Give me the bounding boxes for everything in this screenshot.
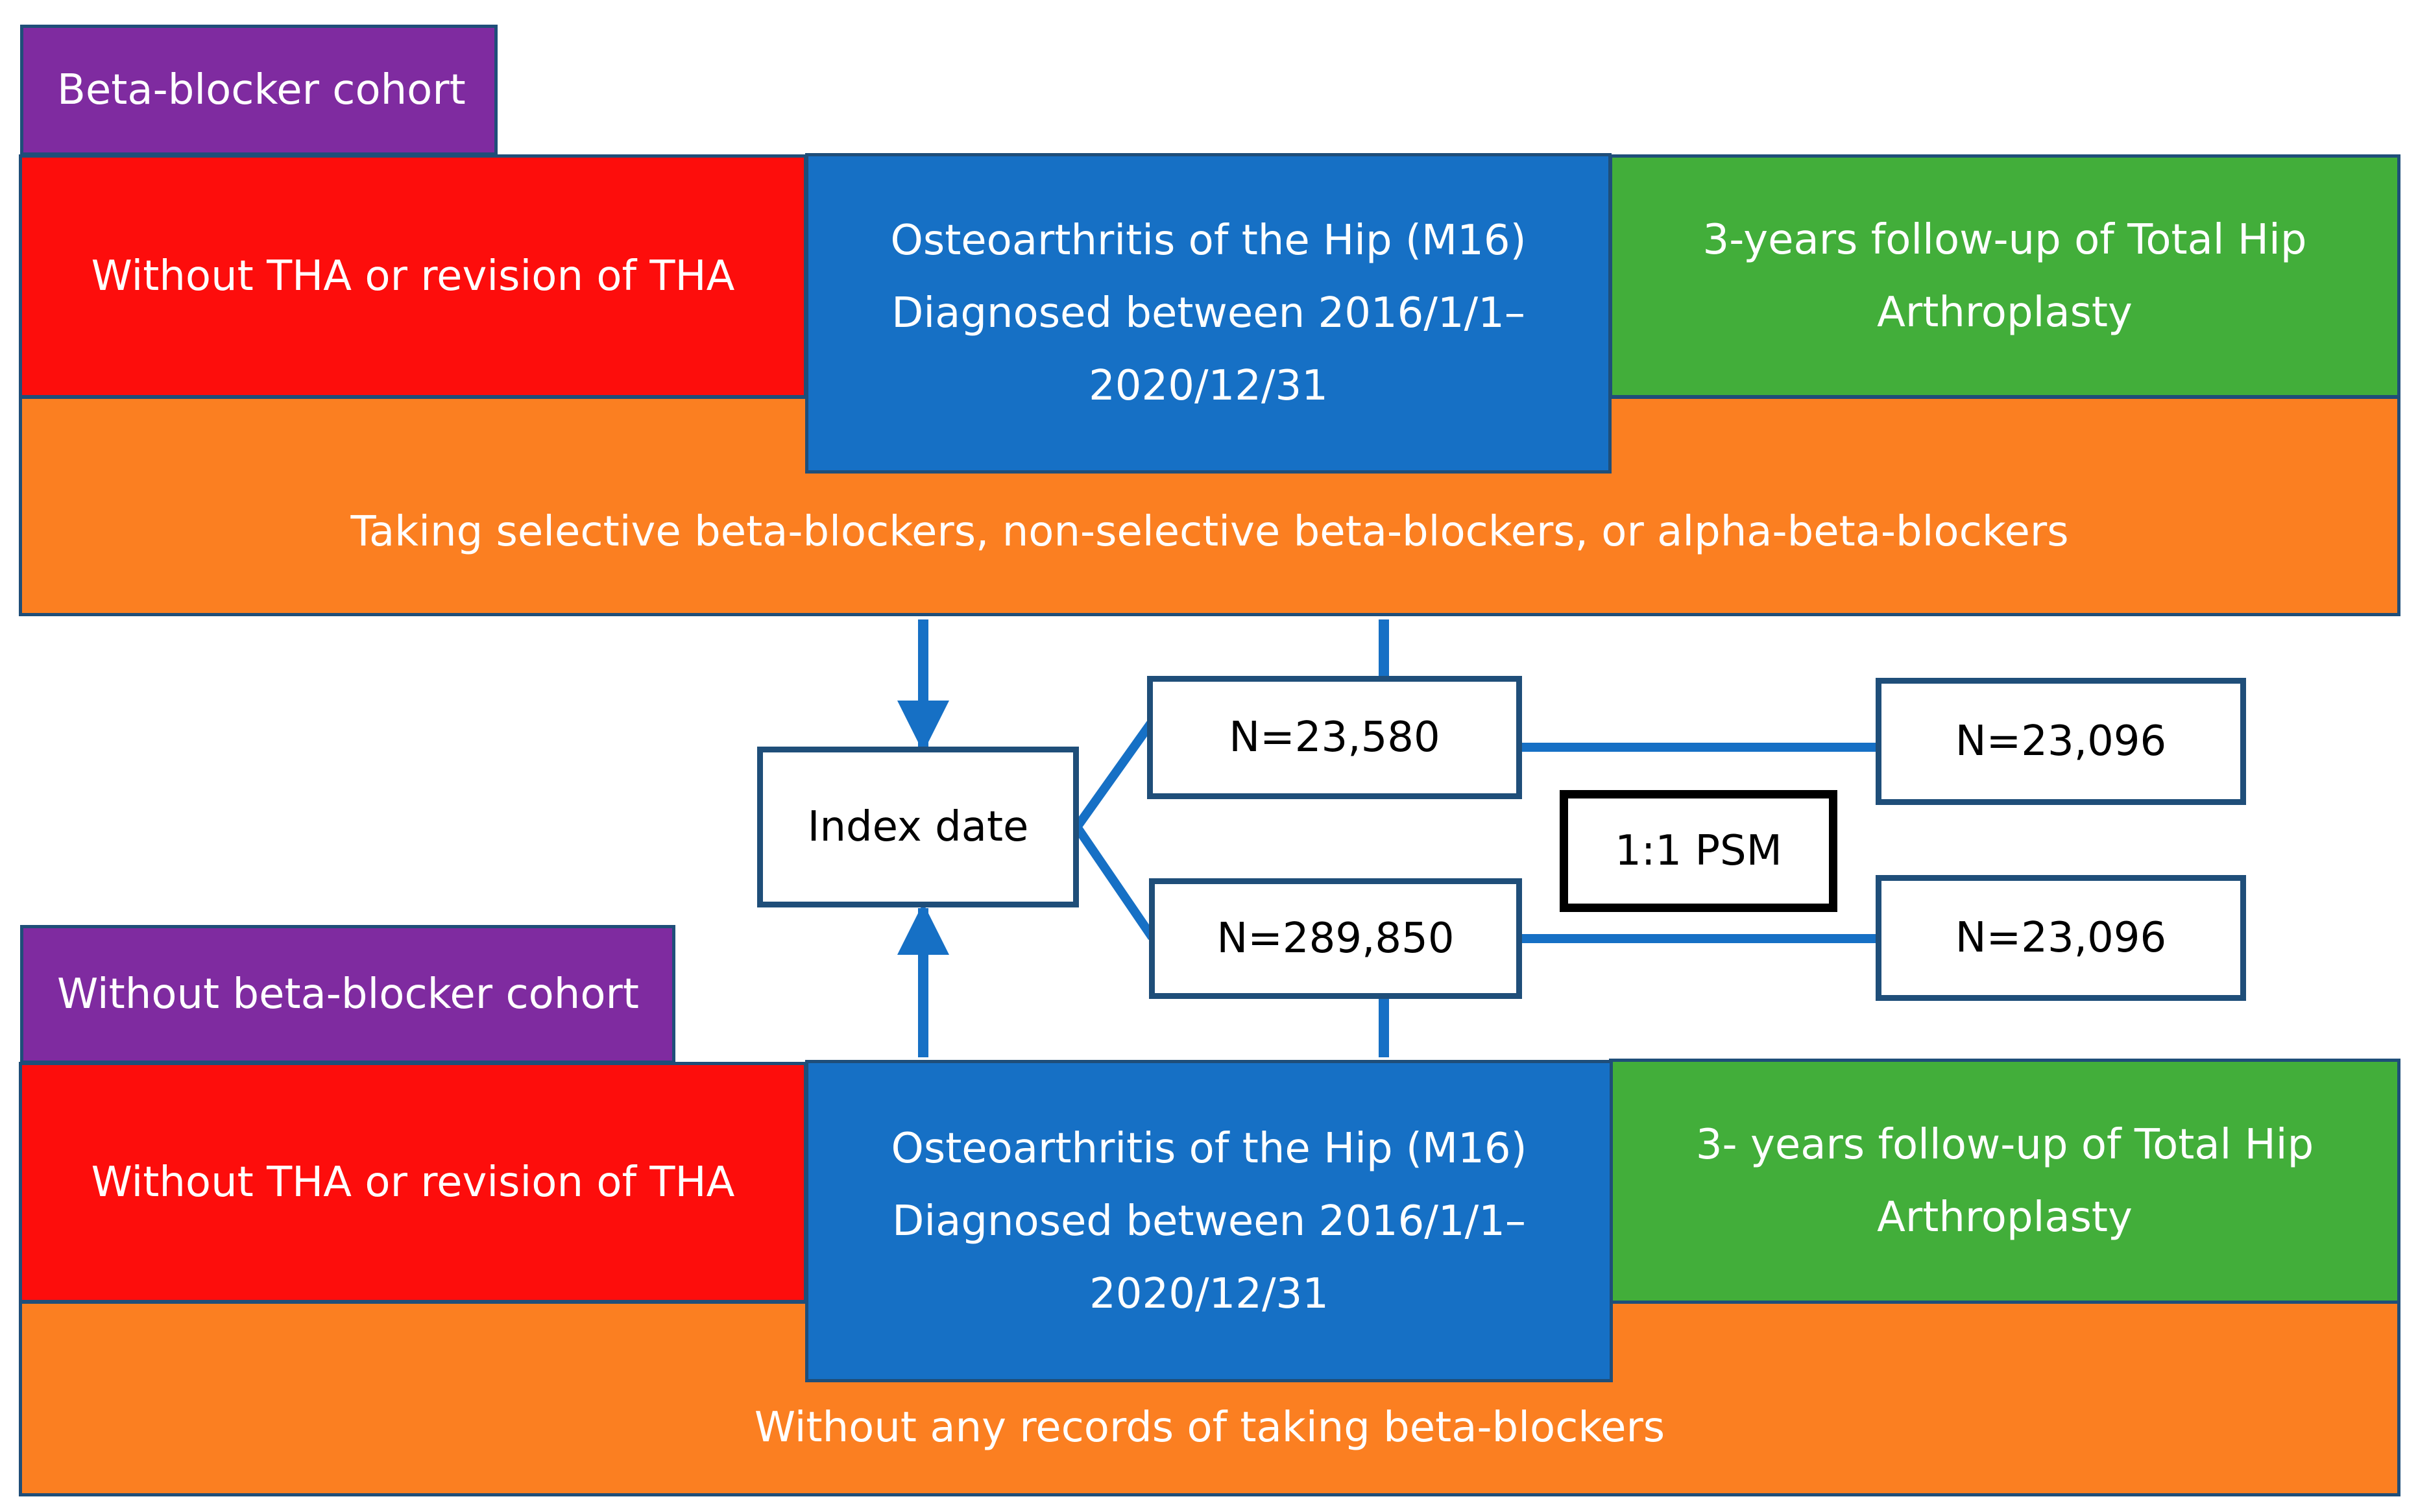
bottom-diagnosis-text: Osteoarthritis of the Hip (M16) Diagnose… [891,1124,1527,1318]
top-follow-up-box: 3-years follow-up of Total Hip Arthropla… [1609,154,2400,398]
bottom-cohort-label-text: Without beta-blocker cohort [57,970,639,1018]
index-to-n-bottom-line [1073,824,1156,940]
psm-box: 1:1 PSM [1560,790,1837,912]
top-cohort-label-text: Beta-blocker cohort [57,66,466,114]
n-top-after-text: N=23,096 [1955,717,2167,765]
n-bottom-before-box: N=289,850 [1149,878,1522,999]
top-diagnosis-box: Osteoarthritis of the Hip (M16) Diagnose… [805,153,1612,474]
index-date-box: Index date [757,747,1079,907]
n-top-after-box: N=23,096 [1876,678,2246,805]
top-exclusion-box: Without THA or revision of THA [19,154,807,398]
bottom-diagnosis-box: Osteoarthritis of the Hip (M16) Diagnose… [805,1060,1613,1382]
top-exclusion-text: Without THA or revision of THA [91,252,735,300]
top-criterion-text: Taking selective beta-blockers, non-sele… [350,508,2069,556]
top-cohort-label: Beta-blocker cohort [20,25,498,156]
index-date-text: Index date [807,803,1029,851]
n-bottom-after-box: N=23,096 [1876,875,2246,1001]
bottom-exclusion-box: Without THA or revision of THA [19,1062,807,1303]
top-follow-up-text: 3-years follow-up of Total Hip Arthropla… [1702,216,2307,337]
bottom-follow-up-box: 3- years follow-up of Total Hip Arthropl… [1609,1059,2400,1304]
bottom-criterion-text: Without any records of taking beta-block… [754,1404,1665,1452]
n-top-before-text: N=23,580 [1229,714,1440,762]
index-to-n-top-line [1073,718,1156,830]
n-bottom-before-text: N=289,850 [1216,915,1455,963]
n-top-before-box: N=23,580 [1147,676,1522,799]
n-bottom-after-text: N=23,096 [1955,914,2167,962]
top-diagnosis-text: Osteoarthritis of the Hip (M16) Diagnose… [890,217,1527,410]
psm-text: 1:1 PSM [1615,827,1782,875]
bottom-cohort-label: Without beta-blocker cohort [20,925,675,1064]
bottom-exclusion-text: Without THA or revision of THA [91,1158,735,1206]
bottom-follow-up-text: 3- years follow-up of Total Hip Arthropl… [1695,1121,2314,1242]
